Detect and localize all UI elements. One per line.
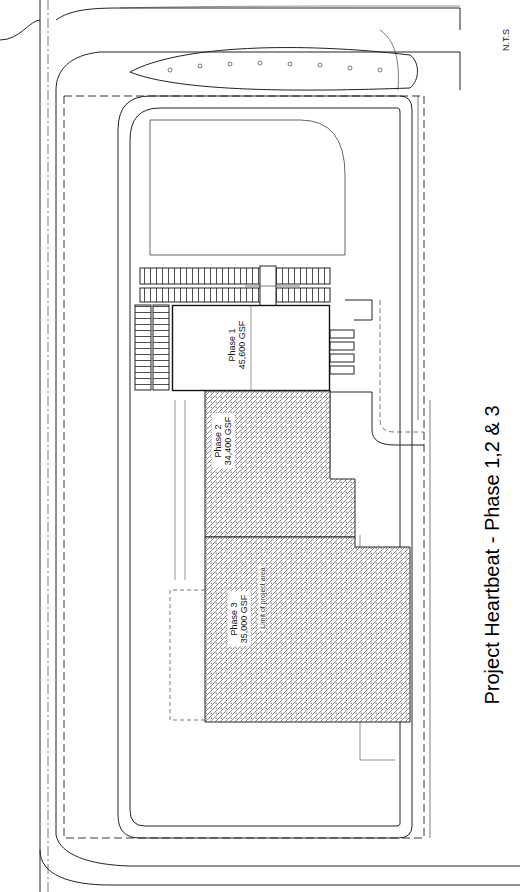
phase-label: Phase 145,600 GSF <box>226 318 249 373</box>
scale-note: N.T.S <box>501 27 511 53</box>
phase-area: Phase 335,000 GSF <box>205 537 410 722</box>
phase-name: Phase 2 <box>213 417 223 466</box>
area-value: 45,600 GSF <box>237 321 247 370</box>
limit-note: Limit of project area <box>259 565 266 630</box>
phase-name: Phase 1 <box>227 321 237 370</box>
phase-label: Phase 234,400 GSF <box>212 414 235 469</box>
phase-outline <box>172 305 330 391</box>
phase-label: Phase 335,000 GSF <box>228 592 251 647</box>
plan-title: Project Heartbeat - Phase 1,2 & 3 <box>481 405 504 704</box>
phase-name: Phase 3 <box>229 595 239 644</box>
area-value: 34,400 GSF <box>223 417 233 466</box>
phase-area: Phase 234,400 GSF <box>205 391 355 537</box>
building-footprint: Phase 145,600 GSF <box>172 305 330 391</box>
area-value: 35,000 GSF <box>239 595 249 644</box>
